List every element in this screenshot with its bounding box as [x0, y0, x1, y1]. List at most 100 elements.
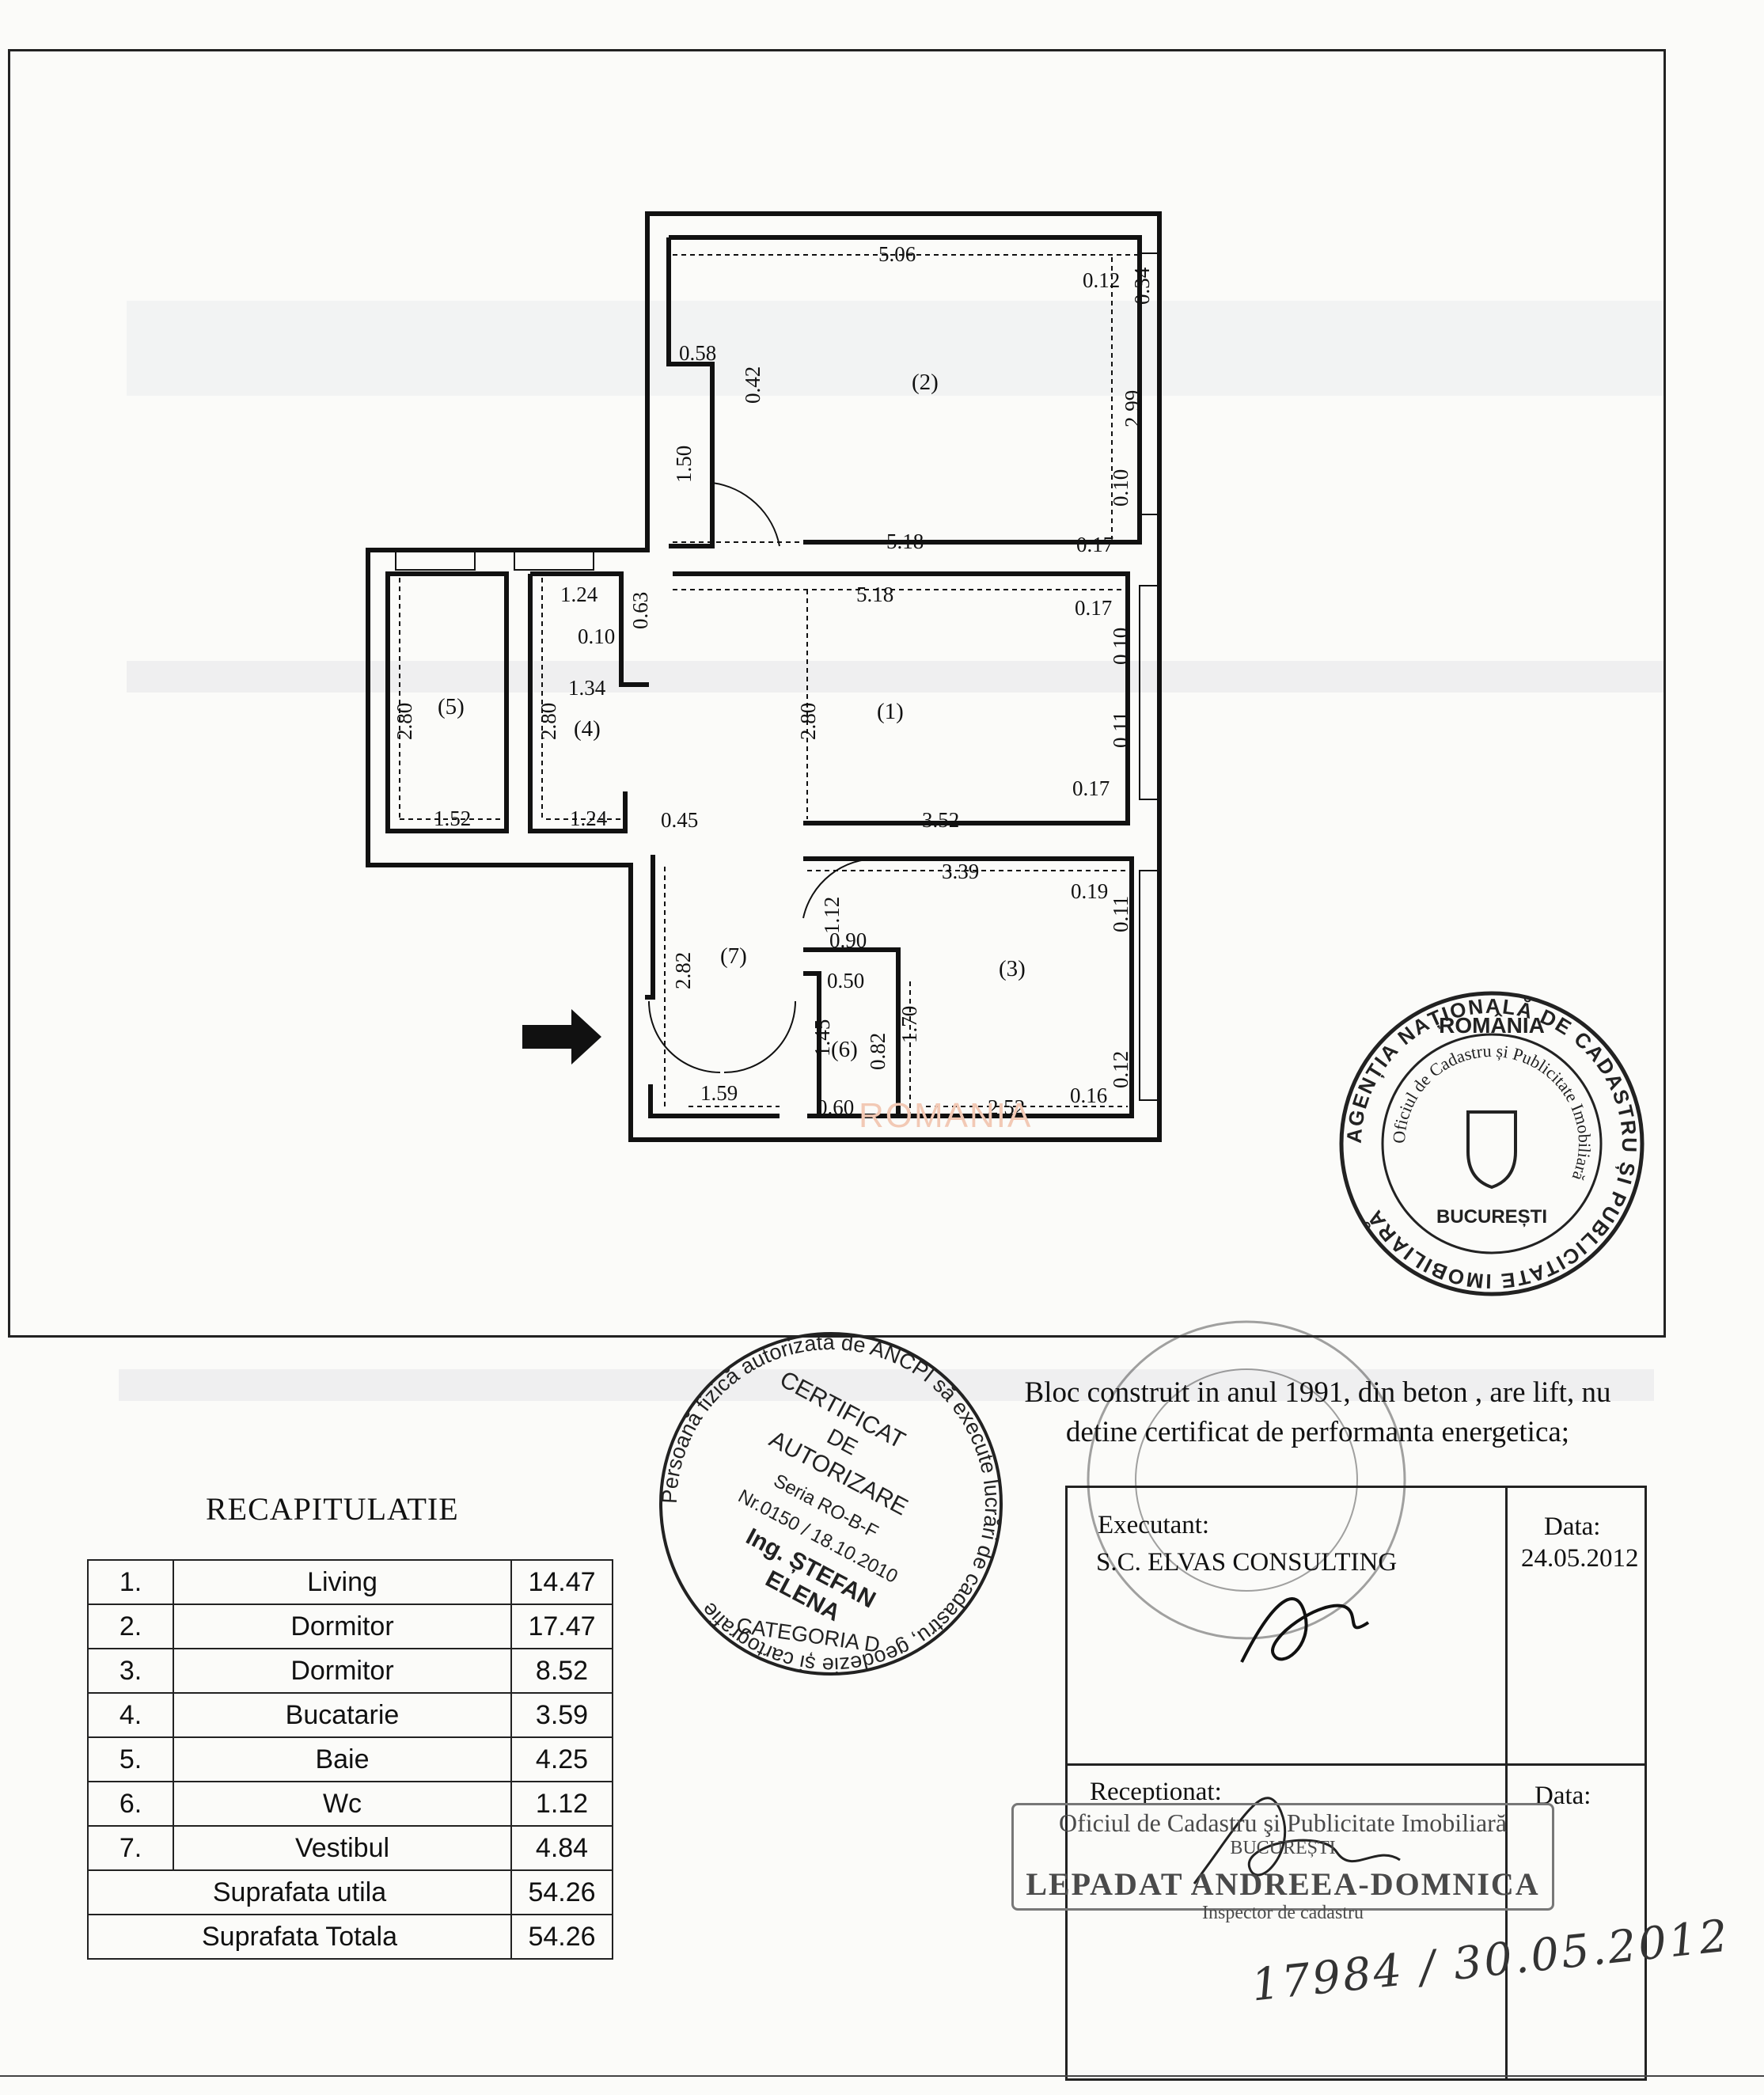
date-label-1: Data: — [1544, 1512, 1601, 1541]
dim-label: 0.11 — [1109, 712, 1132, 748]
window-3 — [1139, 870, 1160, 1101]
ancpi-ring-text: AGENȚIA NAȚIONALĂ DE CADASTRU ȘI PUBLICI… — [1342, 994, 1640, 1293]
wall-room-7 — [645, 855, 655, 1000]
ocpi-line-2: BUCUREȘTI — [1230, 1838, 1336, 1858]
dim-label: 0.19 — [1071, 879, 1108, 903]
dim-label: 0.17 — [1072, 776, 1110, 800]
dim-label: 0.16 — [1070, 1084, 1107, 1107]
recap-no: 2. — [87, 1604, 174, 1649]
signature-scribble-2 — [1193, 1797, 1401, 1884]
room-label-3: (3) — [999, 956, 1026, 981]
ghost-band-2 — [127, 661, 1666, 693]
recap-no: 1. — [87, 1559, 174, 1605]
bottom-rule — [0, 2075, 1764, 2077]
recap-label: Vestibul — [173, 1825, 512, 1871]
certificate-stamp: Persoană fizică autorizată de ANCPI să e… — [658, 1330, 1004, 1677]
building-note: Bloc construit in anul 1991, din beton ,… — [969, 1373, 1666, 1452]
recap-value: 3.59 — [510, 1692, 613, 1738]
dim-label: 1.24 — [560, 583, 598, 606]
recap-value: 14.47 — [510, 1559, 613, 1605]
room-label-4: (4) — [574, 716, 601, 742]
dim-label: 0.17 — [1076, 533, 1113, 556]
dim-label: 0.50 — [827, 969, 864, 992]
wall-room-2 — [669, 235, 1142, 545]
svg-text:AGENȚIA NAȚIONALĂ DE CADASTRU: AGENȚIA NAȚIONALĂ DE CADASTRU ȘI PUBLICI… — [1342, 994, 1641, 1293]
dim-label: 0.90 — [829, 928, 867, 952]
room-label-2: (2) — [912, 370, 939, 395]
window-5 — [514, 549, 594, 571]
dim-label: 3.52 — [922, 808, 959, 832]
window-2 — [1139, 585, 1160, 800]
recap-value: 8.52 — [510, 1648, 613, 1694]
dim-label: 0.12 — [1109, 1051, 1132, 1088]
ancpi-country: ROMÂNIA — [1439, 1013, 1545, 1038]
room-label-7: (7) — [720, 943, 747, 969]
ghost-band-1 — [127, 301, 1666, 396]
ocpi-rectangular-stamp: Oficiul de Cadastru şi Publicitate Imobi… — [1011, 1803, 1554, 1923]
ancpi-round-stamp: AGENȚIA NAȚIONALĂ DE CADASTRU ȘI PUBLICI… — [1339, 991, 1645, 1296]
total-label: Suprafata Totala — [87, 1914, 512, 1960]
coat-of-arms-icon — [1466, 1110, 1517, 1190]
recap-label: Bucatarie — [173, 1692, 512, 1738]
floor-plan-frame — [8, 49, 1666, 1338]
building-note-line-1: Bloc construit in anul 1991, din beton ,… — [1024, 1376, 1611, 1409]
recap-title: RECAPITULATIE — [206, 1491, 459, 1527]
signbox-divider-v — [1505, 1488, 1508, 2078]
executant-label: Executant: — [1098, 1511, 1210, 1539]
dim-label: 1.70 — [897, 1006, 921, 1043]
recap-label: Dormitor — [173, 1604, 512, 1649]
receptionat-label: Receptionat: — [1090, 1778, 1222, 1806]
dim-label: 1.45 — [810, 1019, 834, 1057]
recap-label: Baie — [173, 1736, 512, 1782]
dim-label: 0.60 — [817, 1095, 854, 1119]
dim-label: 0.10 — [578, 624, 615, 648]
recap-value: 4.84 — [510, 1825, 613, 1871]
signbox-divider-h — [1068, 1763, 1645, 1766]
recap-util-row: Suprafata utila 54.26 — [87, 1869, 613, 1915]
dim-label: 1.52 — [434, 806, 471, 830]
room-label-5: (5) — [438, 694, 465, 719]
dim-label: 2.80 — [393, 703, 416, 740]
recap-no: 5. — [87, 1736, 174, 1782]
window-4 — [395, 549, 476, 571]
dim-label: 5.06 — [878, 242, 916, 266]
dim-label: 5.18 — [886, 529, 924, 553]
recap-no: 3. — [87, 1648, 174, 1694]
cert-line: CATEGORIA D — [735, 1614, 882, 1657]
romania-watermark: ROMANIA — [859, 1096, 1033, 1135]
wall-room-6 — [803, 947, 901, 1118]
ocpi-line-4: Inspector de cadastru — [1202, 1903, 1364, 1923]
wall-room-5 — [385, 571, 509, 833]
util-label: Suprafata utila — [87, 1869, 512, 1915]
dim-label: 1.59 — [700, 1081, 738, 1105]
dim-label: 1.50 — [672, 446, 696, 483]
dim-label: 0.11 — [1109, 896, 1132, 932]
wall-living — [673, 571, 1130, 825]
dim-label: 3.39 — [942, 860, 979, 883]
recap-value: 1.12 — [510, 1781, 613, 1827]
util-value: 54.26 — [510, 1869, 613, 1915]
room-label-6: (6) — [831, 1037, 858, 1062]
wall-room-3 — [803, 856, 1134, 1118]
dim-label: 5.18 — [856, 583, 893, 606]
recap-label: Dormitor — [173, 1648, 512, 1694]
door-arc-3 — [802, 857, 879, 919]
outer-wall — [366, 211, 1162, 1142]
recap-total-row: Suprafata Totala 54.26 — [87, 1914, 613, 1960]
ministry-faint-stamp — [1087, 1320, 1406, 1640]
ocpi-line-3: LEPADAT ANDREEA-DOMNICA — [1026, 1866, 1540, 1902]
dim-label: 0.34 — [1130, 267, 1154, 305]
dim-label: 2.99 — [1121, 390, 1144, 427]
dim-label: 1.24 — [570, 806, 608, 830]
room-label-1: (1) — [877, 699, 904, 724]
executant-name: S.C. ELVAS CONSULTING — [1096, 1548, 1398, 1577]
dim-label: 0.58 — [679, 341, 716, 365]
ocpi-line-1: Oficiul de Cadastru şi Publicitate Imobi… — [1058, 1808, 1508, 1837]
dim-label: 0.63 — [628, 592, 652, 629]
floor-plan: (1) (2) (3) (4) (5) (6) (7) 5.06 0.12 0.… — [366, 211, 1162, 1142]
recap-label: Wc — [173, 1781, 512, 1827]
